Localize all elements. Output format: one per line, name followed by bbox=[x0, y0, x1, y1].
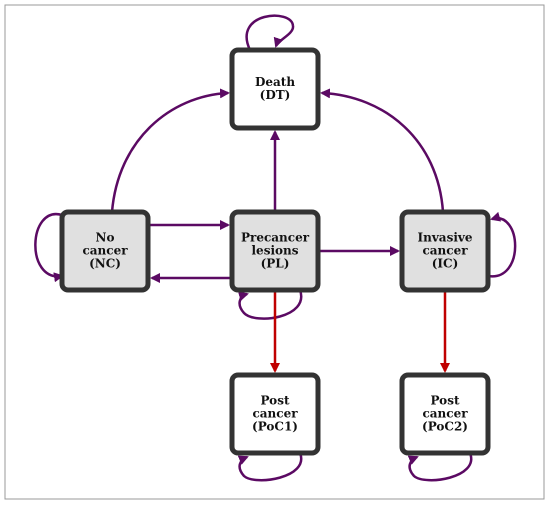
state-box-nc-frame bbox=[59, 209, 151, 293]
self-loop-poc2 bbox=[407, 452, 473, 482]
state-label-poc2-line-0: Post bbox=[430, 394, 459, 408]
state-label-nc-line-2: (NC) bbox=[89, 257, 121, 271]
state-box-pl-frame bbox=[229, 209, 321, 293]
self-loop-dt bbox=[245, 14, 295, 51]
self-loop-nc bbox=[34, 212, 64, 283]
arrow-ic-to-dt bbox=[320, 88, 445, 213]
state-label-ic-line-0: Invasive bbox=[417, 231, 472, 245]
state-label-pl-line-2: (PL) bbox=[261, 257, 290, 271]
self-loop-poc1 bbox=[237, 452, 303, 482]
state-box-poc1-frame bbox=[229, 372, 321, 456]
self-loop-ic bbox=[487, 211, 517, 278]
state-label-dt-line-1: (DT) bbox=[260, 88, 291, 102]
state-label-pl-line-0: Precancer bbox=[241, 231, 310, 245]
state-label-ic-line-1: cancer bbox=[422, 244, 468, 258]
state-box-dt: Death(DT) bbox=[229, 47, 321, 131]
state-label-nc-line-1: cancer bbox=[82, 244, 128, 258]
self-loop-pl bbox=[237, 289, 303, 320]
state-label-poc2-line-1: cancer bbox=[422, 407, 468, 421]
state-label-poc2-line-2: (PoC2) bbox=[422, 420, 468, 434]
state-label-poc1-line-2: (PoC1) bbox=[252, 420, 298, 434]
state-box-dt-frame bbox=[229, 47, 321, 131]
state-label-poc1-line-0: Post bbox=[260, 394, 289, 408]
state-box-poc2-frame bbox=[399, 372, 491, 456]
arrow-nc-to-dt bbox=[110, 88, 230, 213]
state-label-nc-line-0: No bbox=[96, 231, 115, 245]
state-box-ic-frame bbox=[399, 209, 491, 293]
state-label-dt-line-0: Death bbox=[255, 75, 295, 89]
state-label-poc1-line-1: cancer bbox=[252, 407, 298, 421]
state-label-ic-line-2: (IC) bbox=[432, 257, 459, 271]
state-label-pl-line-1: lesions bbox=[252, 244, 299, 258]
